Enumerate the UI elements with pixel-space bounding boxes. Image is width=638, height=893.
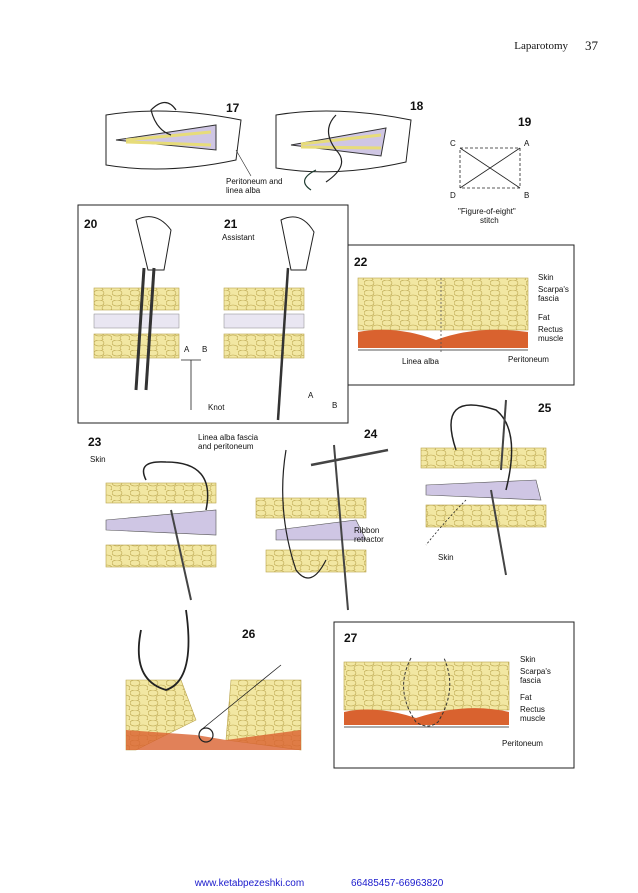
figure-27-label-fascia: fascia — [520, 676, 541, 685]
figure-20-label-a: A — [184, 345, 190, 354]
figure-22-label-fascia: fascia — [538, 294, 559, 303]
figure-22-number: 22 — [354, 255, 368, 269]
figure-21-number: 21 — [224, 217, 238, 231]
figure-22-label-muscle: muscle — [538, 334, 564, 343]
figure-20: 20 A B Knot — [84, 216, 225, 412]
figure-27-label-skin: Skin — [520, 655, 536, 664]
point-b: B — [524, 191, 529, 200]
figure-17-number: 17 — [226, 101, 240, 115]
figure-22-label-peritoneum: Peritoneum — [508, 355, 549, 364]
footer-website-link[interactable]: www.ketabpezeshki.com — [194, 878, 305, 889]
figure-23-label-skin: Skin — [90, 455, 106, 464]
point-d: D — [450, 191, 456, 200]
figure-20-number: 20 — [84, 217, 98, 231]
figure-27-number: 27 — [344, 631, 358, 645]
figure-24-label-ribbon: Ribbon — [354, 526, 379, 535]
figure-27-label-fat: Fat — [520, 693, 532, 702]
figure-21-label-assistant: Assistant — [222, 233, 255, 242]
footer-phone: 66485457-66963820 — [350, 878, 444, 889]
label-peritoneum-linea-alba-1: Peritoneum and — [226, 177, 282, 186]
figure-25: 25 Skin — [420, 399, 552, 576]
figure-22-frame — [347, 244, 575, 386]
figure-21-label-b: B — [332, 401, 337, 410]
figure-22-label-scarpas: Scarpa's — [538, 285, 569, 294]
figure-22-label-linea-alba: Linea alba — [402, 357, 439, 366]
figure-27-label-scarpas: Scarpa's — [520, 667, 551, 676]
figure-26-number: 26 — [242, 627, 256, 641]
figure-27: 27 Skin Scarpa's fascia Fat Rectus muscl… — [343, 631, 551, 748]
figure-19-caption-2: stitch — [480, 216, 499, 225]
figure-18-number: 18 — [410, 99, 424, 113]
illustration-plate: 17 18 Peritoneum and linea alba 19 C A D… — [76, 90, 576, 770]
figure-26: 26 — [125, 609, 302, 751]
page-footer: www.ketabpezeshki.com 66485457-66963820 — [0, 878, 638, 889]
figure-27-label-peritoneum: Peritoneum — [502, 739, 543, 748]
figure-27-label-rectus: Rectus — [520, 705, 545, 714]
label-peritoneum-linea-alba-2: linea alba — [226, 186, 261, 195]
point-c: C — [450, 139, 456, 148]
figure-23-label-fascia-2: and peritoneum — [198, 442, 254, 451]
figure-20-label-b: B — [202, 345, 207, 354]
running-title: Laparotomy — [514, 40, 568, 52]
figure-23-label-fascia-1: Linea alba fascia — [198, 433, 259, 442]
figure-23-number: 23 — [88, 435, 102, 449]
figure-21-label-a: A — [308, 391, 314, 400]
figure-18: 18 — [275, 99, 424, 191]
figure-19-number: 19 — [518, 115, 532, 129]
figure-24: 24 Ribbon retractor — [255, 427, 389, 611]
point-a: A — [524, 139, 530, 148]
figure-19: 19 C A D B "Figure-of-eight" stitch — [450, 115, 532, 225]
figure-19-caption-1: "Figure-of-eight" — [458, 207, 516, 216]
figure-25-label-skin: Skin — [438, 553, 454, 562]
figure-17: 17 — [105, 101, 242, 170]
figure-22: 22 Skin Scarpa's fascia Fat Rectus muscl… — [354, 255, 569, 366]
figure-20-label-knot: Knot — [208, 403, 225, 412]
figure-22-label-fat: Fat — [538, 313, 550, 322]
figure-27-frame — [333, 621, 575, 769]
figure-23: 23 Skin Linea alba fascia and peritoneum — [88, 433, 259, 601]
figure-24-label-retractor: retractor — [354, 535, 384, 544]
page-number: 37 — [585, 38, 598, 53]
figure-24-number: 24 — [364, 427, 378, 441]
figure-22-label-skin: Skin — [538, 273, 554, 282]
figure-27-label-muscle: muscle — [520, 714, 546, 723]
surgical-illustrations: 17 18 Peritoneum and linea alba 19 C A D… — [77, 99, 575, 769]
figure-25-number: 25 — [538, 401, 552, 415]
figure-21: 21 Assistant A B — [222, 216, 337, 421]
figure-22-label-rectus: Rectus — [538, 325, 563, 334]
page-header: Laparotomy 37 — [0, 38, 638, 58]
